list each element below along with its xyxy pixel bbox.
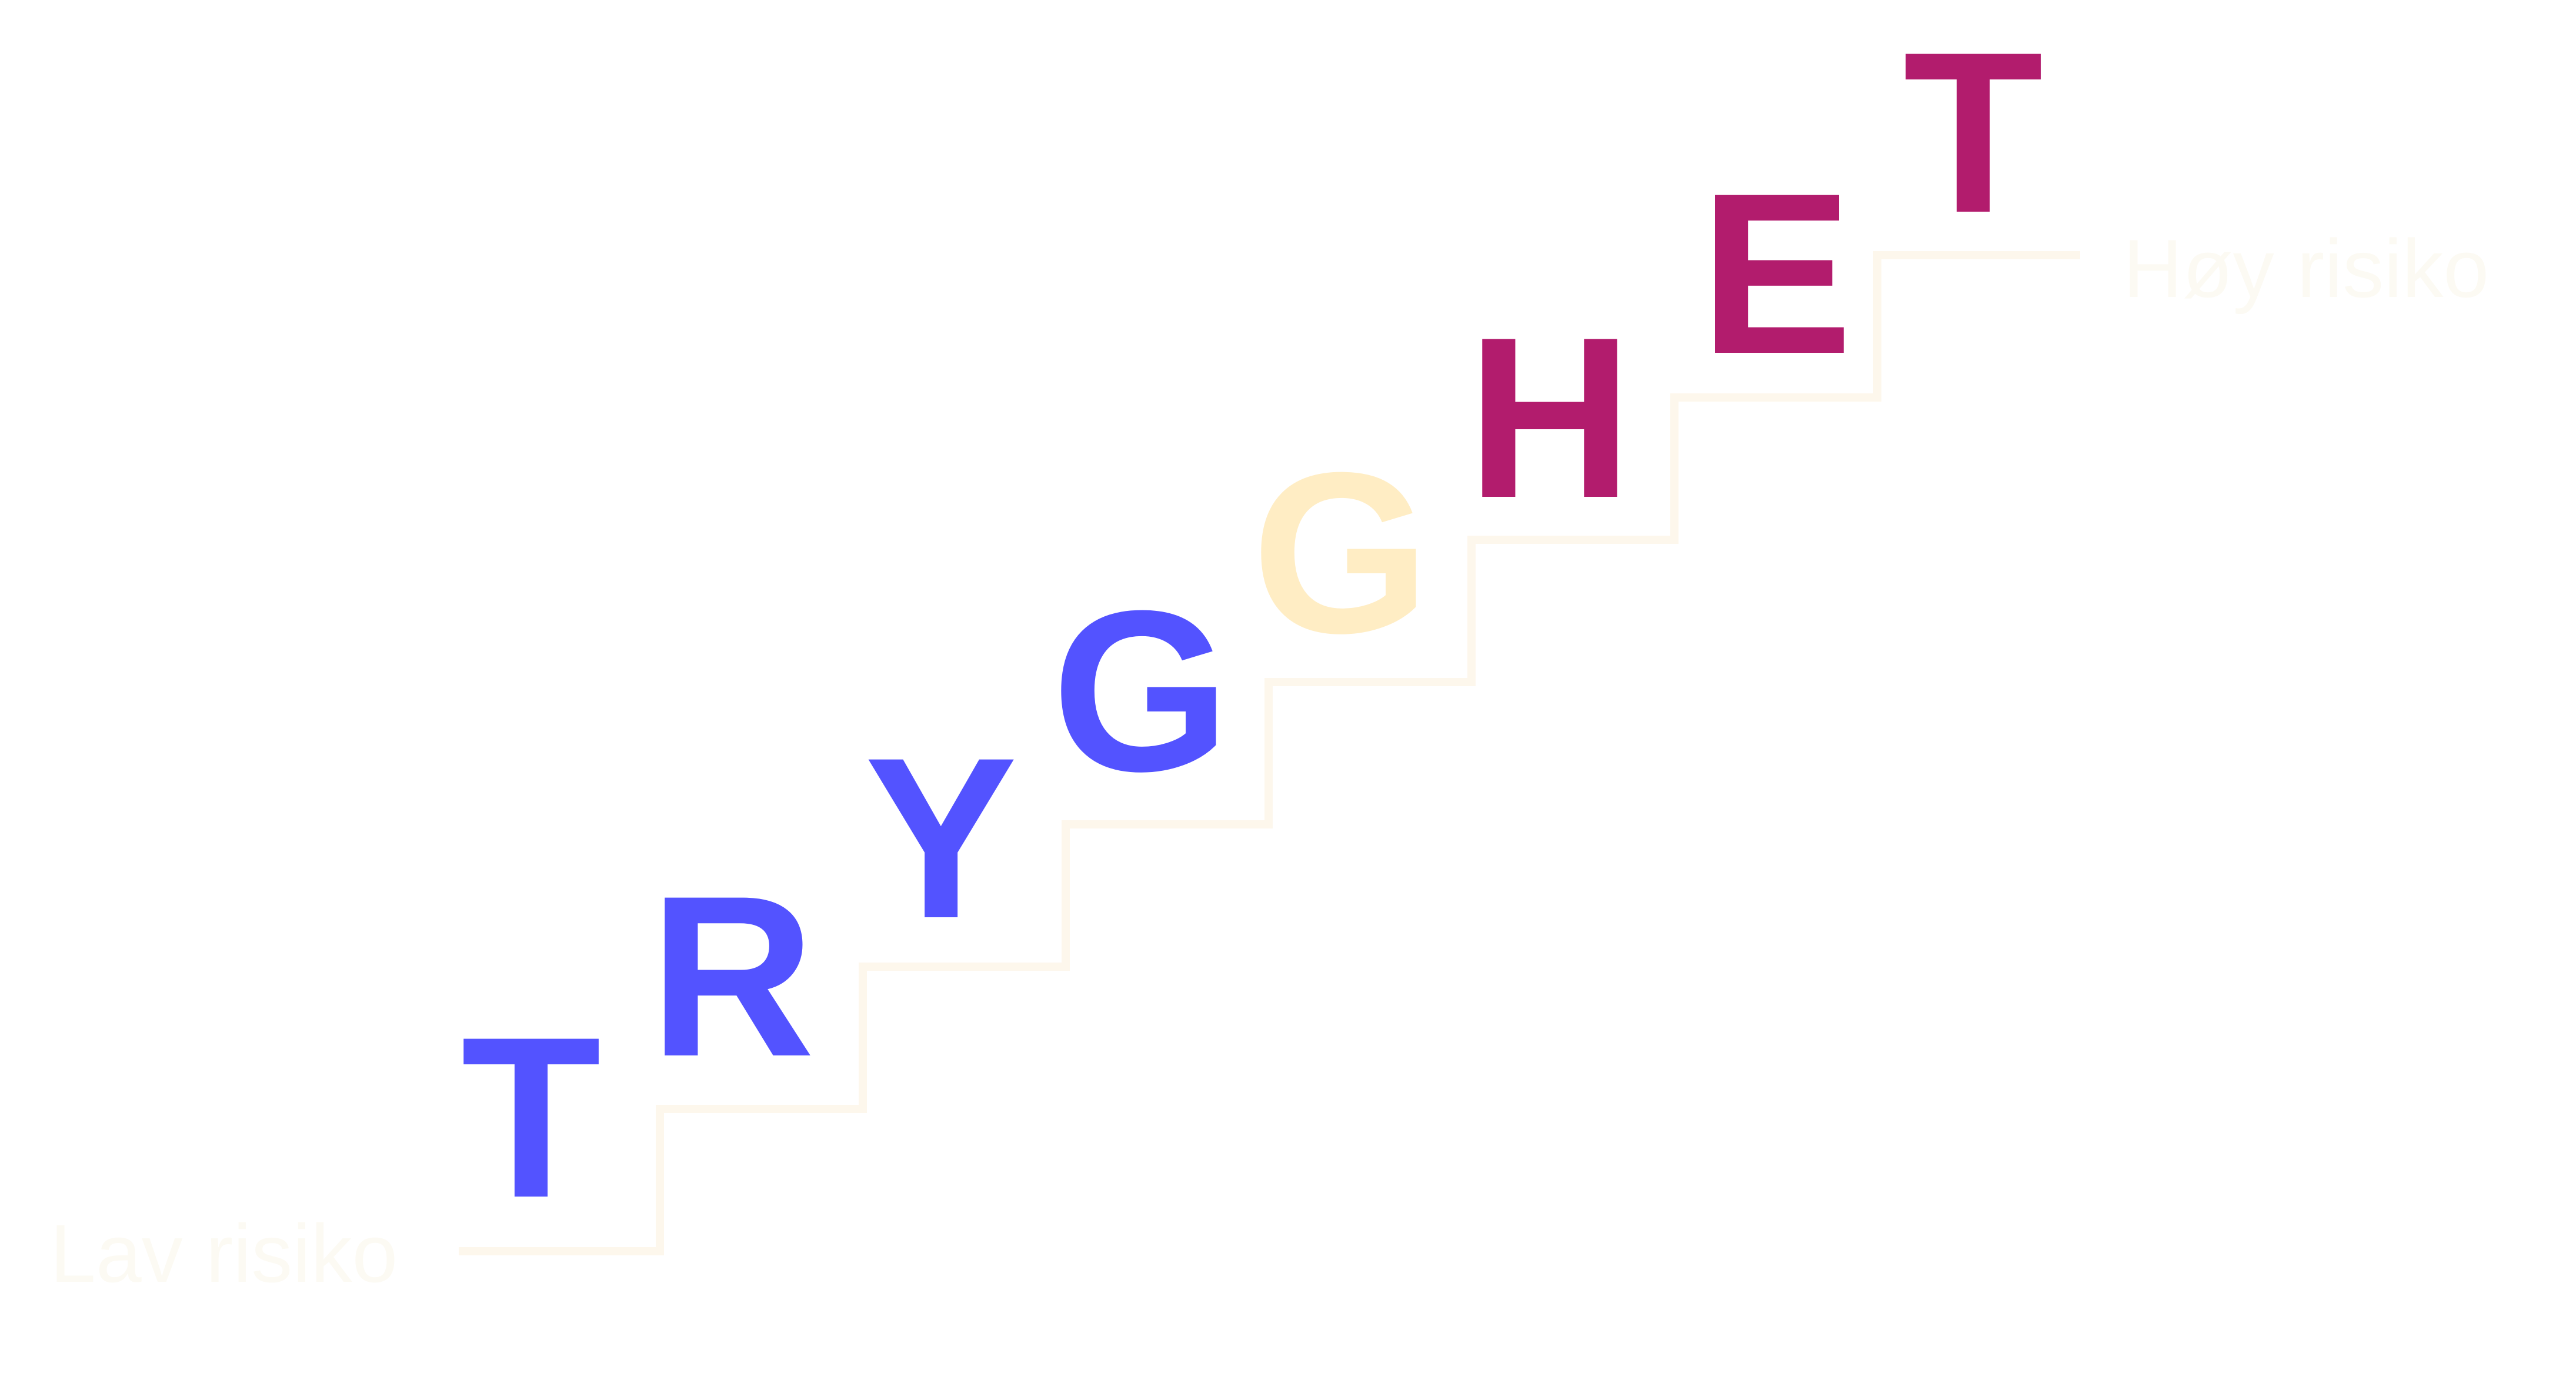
letter-7: E xyxy=(1700,145,1853,402)
letter-1: T xyxy=(461,989,601,1245)
letter-6: H xyxy=(1467,289,1633,546)
staircase-line xyxy=(459,251,2080,1255)
low-risk-label: Lav risiko xyxy=(50,1207,398,1299)
letter-8: T xyxy=(1903,4,2043,260)
letter-4: G xyxy=(1052,563,1230,819)
letter-5: G xyxy=(1252,425,1430,681)
letter-2: R xyxy=(649,848,815,1104)
high-risk-label: Høy risiko xyxy=(2123,222,2489,315)
letter-3: Y xyxy=(865,710,1017,966)
